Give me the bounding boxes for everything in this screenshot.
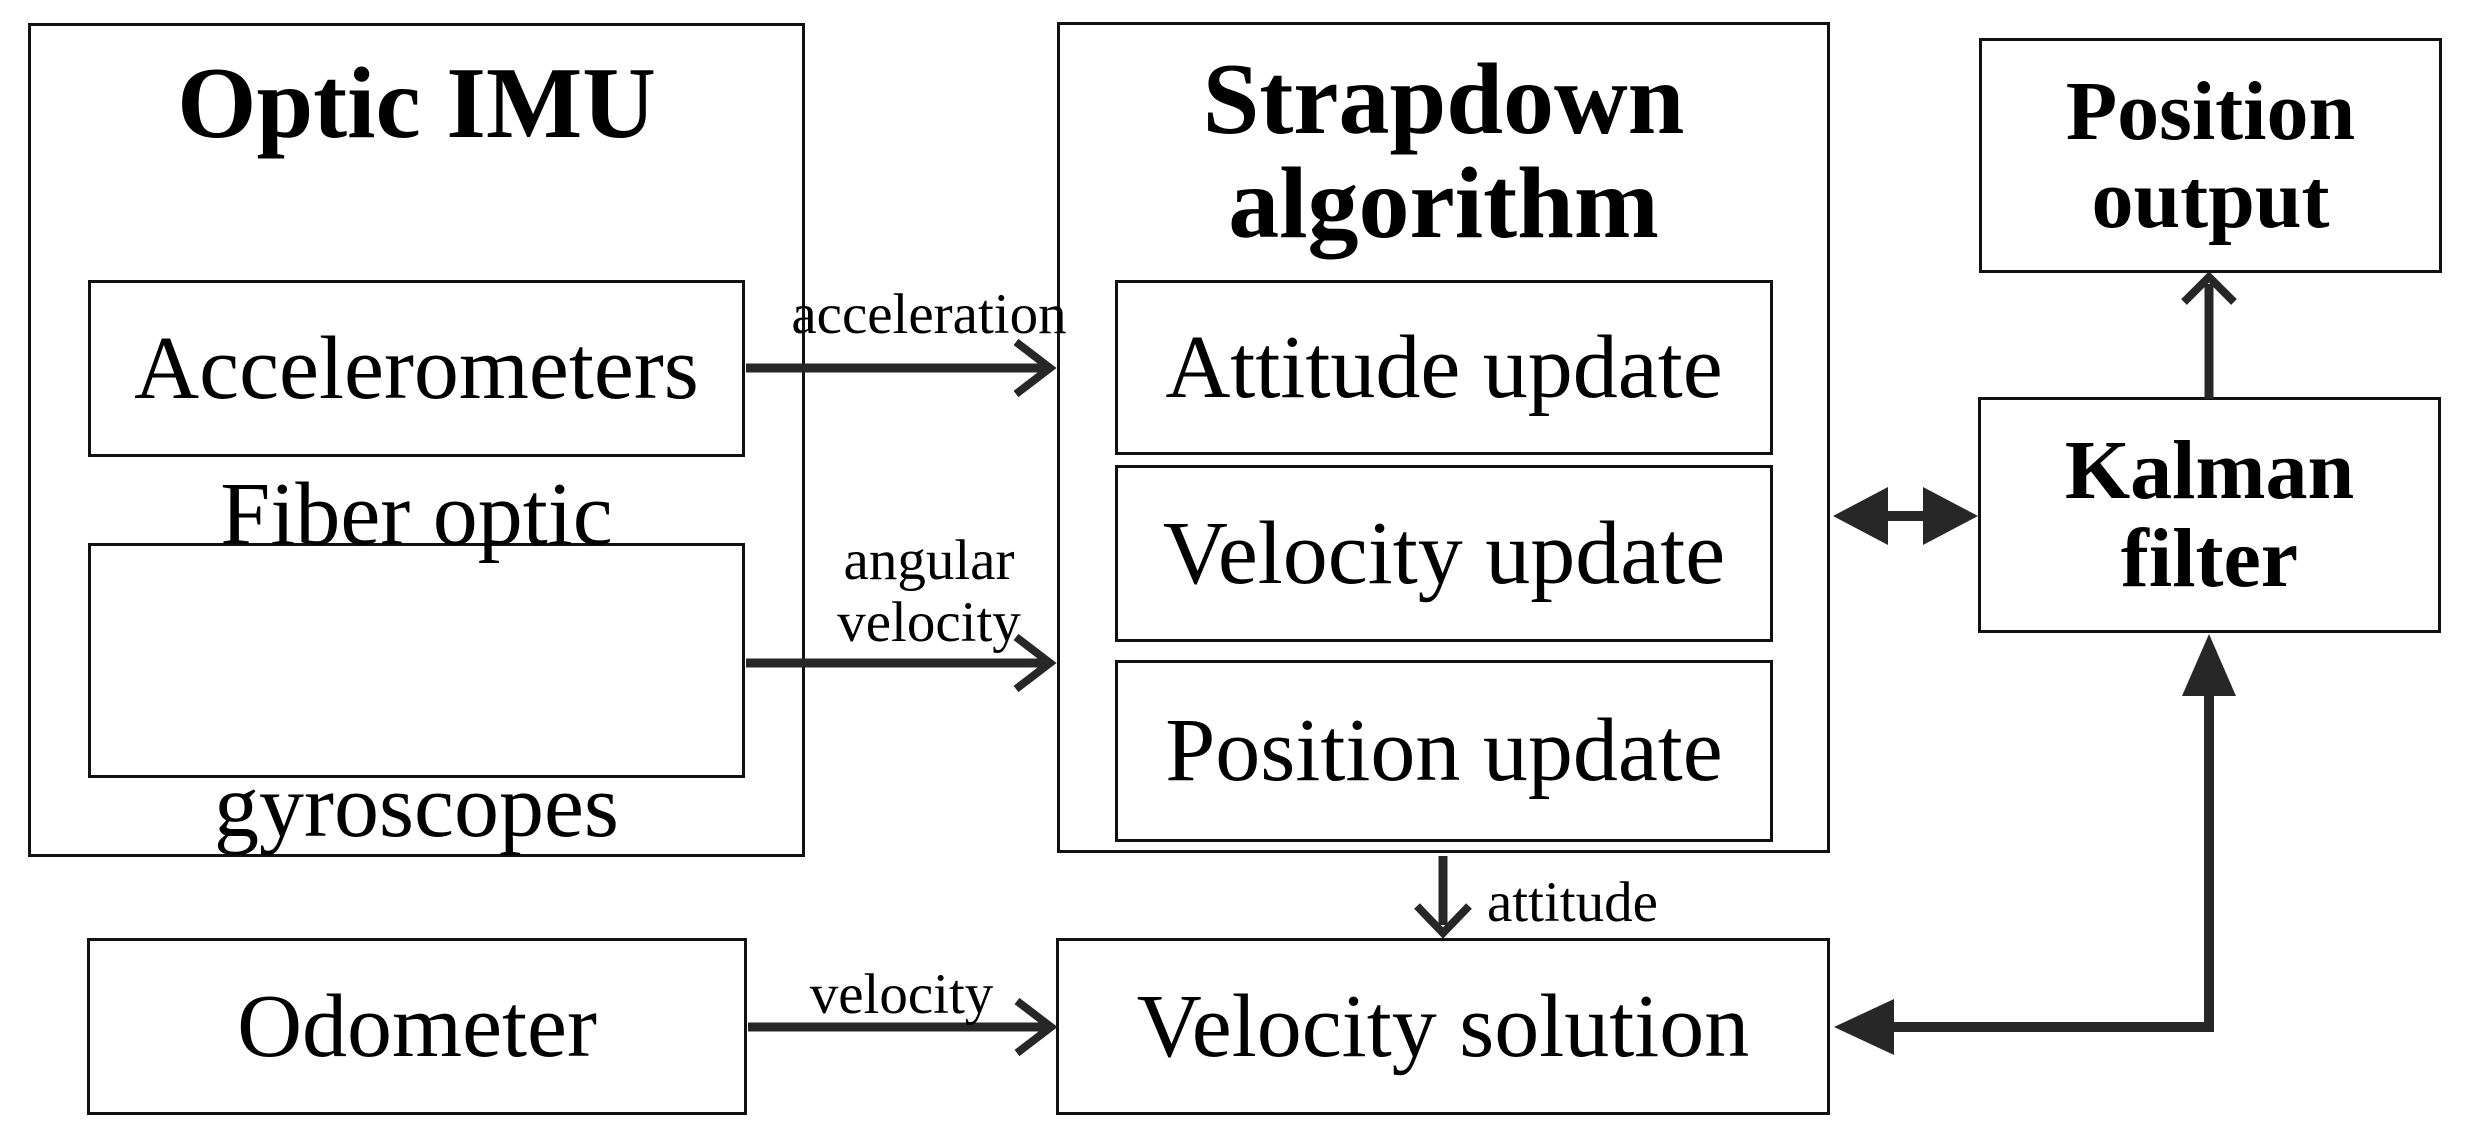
edge-strapdown-kalman-double-arrow (1833, 487, 1978, 545)
odometer-label: Odometer (237, 976, 597, 1076)
accelerometers-label: Accelerometers (134, 318, 699, 418)
fiber-optic-gyroscopes-box: Fiber optic gyroscopes (88, 466, 745, 855)
edge-label-angular-line1: angular (843, 529, 1015, 592)
position-update-box: Position update (1115, 660, 1773, 842)
odometer-box: Odometer (87, 938, 747, 1115)
fiber-line1: Fiber optic (220, 465, 613, 565)
kalman-filter-line1: Kalman (2064, 424, 2355, 517)
velocity-solution-box: Velocity solution (1056, 938, 1830, 1115)
kalman-filter-label: Kalman filter (2065, 427, 2354, 603)
fiber-optic-gyroscopes-label: Fiber optic gyroscopes (214, 272, 619, 1050)
strapdown-algorithm-title: Strapdown algorithm (1057, 48, 1830, 256)
fiber-line2: gyroscopes (214, 756, 619, 856)
position-output-box: Position output (1979, 38, 2442, 273)
edge-angular-velocity-arrow (746, 633, 1057, 693)
edge-odometer-velocity-arrow (748, 997, 1058, 1057)
strapdown-title-line1: Strapdown (1202, 43, 1685, 156)
edge-label-acceleration: acceleration (791, 283, 1067, 346)
velocity-solution-label: Velocity solution (1136, 976, 1750, 1076)
accelerometers-box: Accelerometers (88, 280, 745, 457)
position-update-label: Position update (1165, 701, 1723, 801)
kalman-filter-line2: filter (2120, 512, 2299, 605)
attitude-update-label: Attitude update (1165, 317, 1723, 417)
edge-kalman-position-output-arrow (2181, 271, 2237, 399)
edge-label-angular-velocity: angular velocity (745, 530, 1113, 654)
velocity-update-label: Velocity update (1162, 503, 1726, 603)
position-output-line2: output (2091, 152, 2330, 246)
optic-imu-title: Optic IMU (177, 47, 656, 160)
edge-kalman-velocity-solution-elbow (1834, 634, 2236, 1055)
strapdown-title-line2: algorithm (1228, 147, 1659, 260)
position-output-label: Position output (2065, 64, 2356, 246)
edge-label-velocity: velocity (809, 963, 994, 1026)
edge-label-angular-line2: velocity (837, 591, 1021, 654)
velocity-update-box: Velocity update (1115, 465, 1773, 642)
position-output-line1: Position (2065, 64, 2356, 158)
kalman-filter-box: Kalman filter (1978, 397, 2441, 633)
edge-label-attitude: attitude (1487, 871, 1658, 934)
edge-attitude-arrow (1414, 856, 1472, 939)
edge-acceleration-arrow (746, 338, 1057, 398)
attitude-update-box: Attitude update (1115, 280, 1773, 455)
